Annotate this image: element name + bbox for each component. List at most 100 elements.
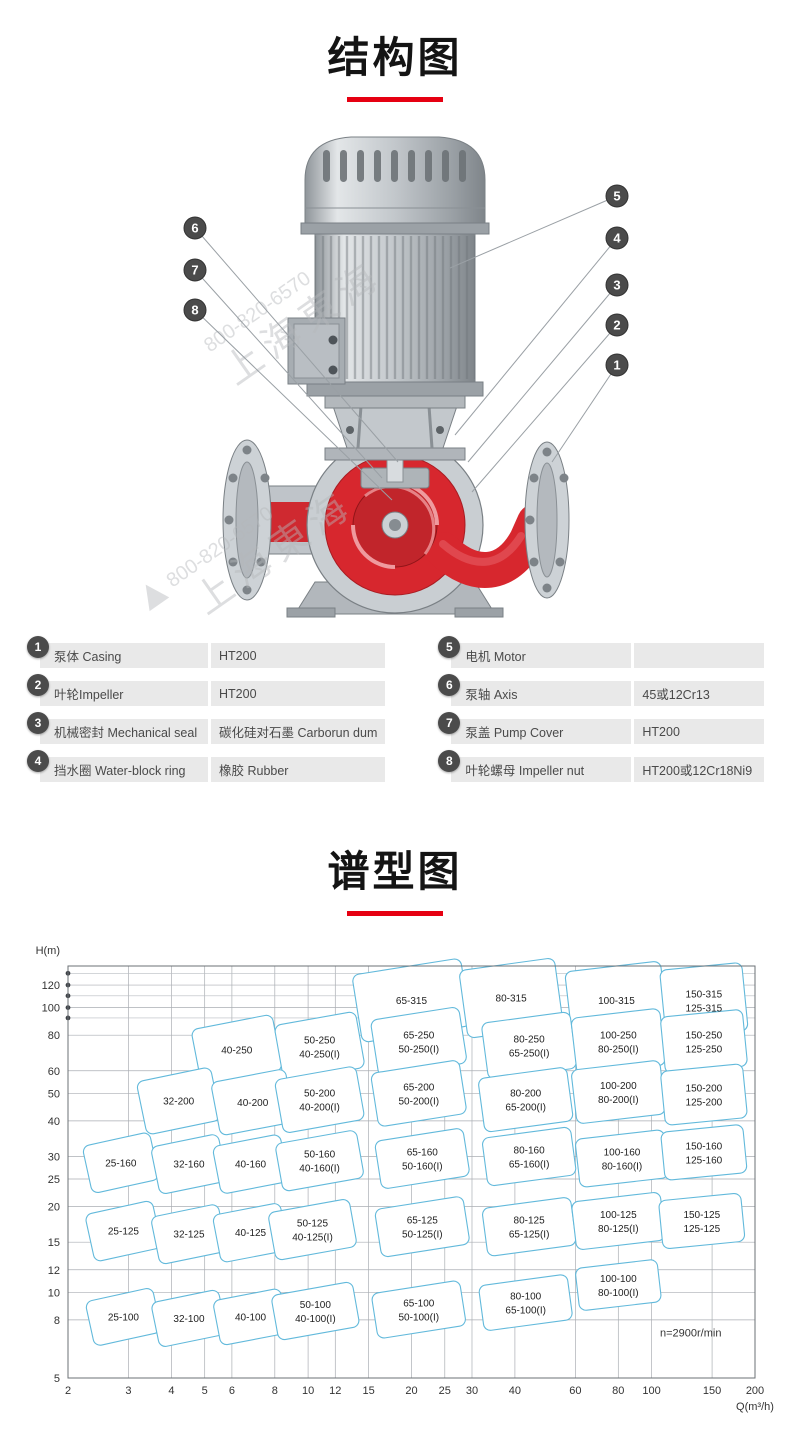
part-number-badge: 6 <box>438 674 461 696</box>
region-label: 50-125 <box>297 1219 329 1230</box>
x-tick-label: 80 <box>612 1385 624 1397</box>
callout-number: 7 <box>191 263 198 278</box>
part-name: 泵轴 Axis <box>451 681 632 706</box>
region-label: 65-100 <box>403 1299 435 1310</box>
part-name: 挡水圈 Water-block ring <box>40 757 208 782</box>
callout-badge <box>183 298 207 322</box>
pump-structure-diagram: 800-820-6570 上海東海 800-820-6570 上海東海 1234… <box>145 136 629 623</box>
watermark-logo-icon <box>145 584 170 612</box>
region-tile <box>575 1259 662 1311</box>
region-label: 50-200 <box>304 1089 336 1100</box>
region-label: 32-200 <box>163 1096 195 1107</box>
region-label: 125-200 <box>686 1098 723 1109</box>
region-label: 150-160 <box>686 1141 723 1152</box>
spectrum-title-underline <box>347 911 443 916</box>
structure-title: 结构图 <box>327 34 463 81</box>
y-tick-label: 80 <box>48 1030 60 1042</box>
region-label: 150-315 <box>686 989 723 1000</box>
callout-number: 8 <box>191 303 198 318</box>
part-name: 电机 Motor <box>451 643 632 668</box>
region-tile <box>374 1196 470 1258</box>
region-label: 40-250(I) <box>299 1050 340 1061</box>
part-material: HT200 <box>634 719 764 744</box>
region-label: 50-125(I) <box>402 1230 443 1241</box>
part-material: 45或12Cr13 <box>634 681 764 706</box>
x-tick-label: 60 <box>569 1385 581 1397</box>
region-label: 150-125 <box>683 1210 720 1221</box>
x-tick-label: 4 <box>168 1385 174 1397</box>
region-label: 100-250 <box>600 1031 637 1042</box>
region-label: 80-125(I) <box>598 1224 639 1235</box>
x-tick-label: 150 <box>703 1385 721 1397</box>
region-label: 80-100 <box>510 1292 542 1303</box>
x-tick-label: 8 <box>272 1385 278 1397</box>
y-tick-label: 60 <box>48 1066 60 1078</box>
region-tile <box>658 1192 746 1250</box>
region-label: 40-125 <box>235 1228 267 1239</box>
region-label: 100-200 <box>600 1081 637 1092</box>
x-tick-label: 3 <box>125 1385 131 1397</box>
region-label: 80-200(I) <box>598 1095 639 1106</box>
callout-line <box>449 195 618 269</box>
y-tick-label: 50 <box>48 1088 60 1100</box>
part-material: 碳化硅对石墨 Carborun dum <box>211 719 386 744</box>
region-label: 65-315 <box>396 996 428 1007</box>
y-tick-label: 40 <box>48 1116 60 1128</box>
region-label: 25-100 <box>108 1312 140 1323</box>
callout-line <box>551 364 618 463</box>
region-label: 50-100 <box>300 1300 332 1311</box>
x-tick-label: 25 <box>439 1385 451 1397</box>
x-tick-label: 30 <box>466 1385 478 1397</box>
callout-line <box>454 237 618 436</box>
region-label: 150-250 <box>686 1031 723 1042</box>
motor-support <box>306 381 484 461</box>
x-tick-label: 100 <box>642 1385 660 1397</box>
part-material: HT200或12Cr18Ni9 <box>634 757 764 782</box>
region-label: 50-250 <box>304 1036 336 1047</box>
motor <box>287 136 490 385</box>
region-label: 80-250 <box>514 1035 546 1046</box>
discharge-flange <box>524 441 570 599</box>
x-tick-label: 2 <box>65 1385 71 1397</box>
region-label: 32-125 <box>173 1230 205 1241</box>
structure-section-header: 结构图 <box>0 24 790 102</box>
region-label: 80-200 <box>510 1089 542 1100</box>
callout-line <box>194 269 383 479</box>
part-name: 机械密封 Mechanical seal <box>40 719 208 744</box>
callout-number: 1 <box>613 358 620 373</box>
x-tick-label: 10 <box>302 1385 314 1397</box>
region-label: 150-200 <box>686 1084 723 1095</box>
part-name: 泵盖 Pump Cover <box>451 719 632 744</box>
impeller <box>351 481 439 569</box>
region-label: 50-160 <box>304 1150 336 1161</box>
callout-line <box>194 309 393 501</box>
x-tick-label: 40 <box>509 1385 521 1397</box>
region-label: 25-125 <box>108 1227 140 1238</box>
part-name: 叶轮Impeller <box>40 681 208 706</box>
part-number-badge: 8 <box>438 750 461 772</box>
region-tile <box>660 1063 748 1126</box>
part-number-badge: 4 <box>27 750 49 772</box>
pump-illustration <box>222 136 570 618</box>
region-tile <box>660 1124 748 1181</box>
callout-badge <box>183 258 207 282</box>
part-number-badge: 1 <box>27 636 49 658</box>
region-label: 50-200(I) <box>398 1096 439 1107</box>
x-tick-label: 15 <box>362 1385 374 1397</box>
region-label: 65-160 <box>407 1148 439 1159</box>
speed-annotation: n=2900r/min <box>660 1327 721 1339</box>
region-label: 65-125 <box>407 1216 439 1227</box>
region-tile <box>274 1066 365 1133</box>
region-label: 50-250(I) <box>398 1045 439 1056</box>
x-axis-title: Q(m³/h) <box>736 1401 774 1413</box>
region-label: 65-200 <box>403 1082 435 1093</box>
